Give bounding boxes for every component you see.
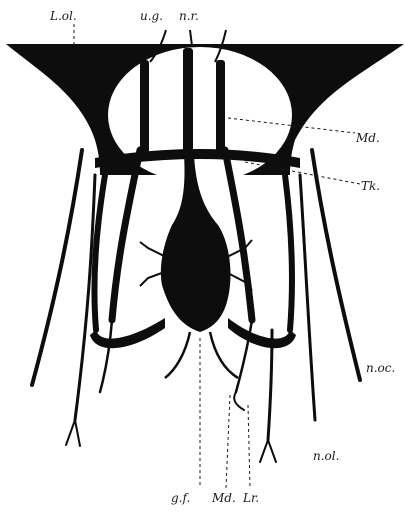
label-n-ol: n.ol.: [313, 449, 339, 463]
lower-loop-right: [228, 318, 296, 348]
label-lr: Lr.: [242, 491, 259, 505]
central-ganglion: [161, 155, 231, 332]
ganglion-tails: [165, 332, 238, 378]
label-n-r: n.r.: [179, 9, 199, 23]
label-tk: Tk.: [361, 179, 380, 193]
label-md-bottom: Md.: [211, 491, 236, 505]
lower-loop: [90, 318, 165, 348]
label-g-f: g.f.: [171, 491, 190, 505]
label-md-right: Md.: [355, 131, 380, 145]
label-n-oc: n.oc.: [366, 361, 395, 375]
label-u-g: u.g.: [140, 9, 163, 23]
label-l-ol: L.ol.: [49, 9, 77, 23]
